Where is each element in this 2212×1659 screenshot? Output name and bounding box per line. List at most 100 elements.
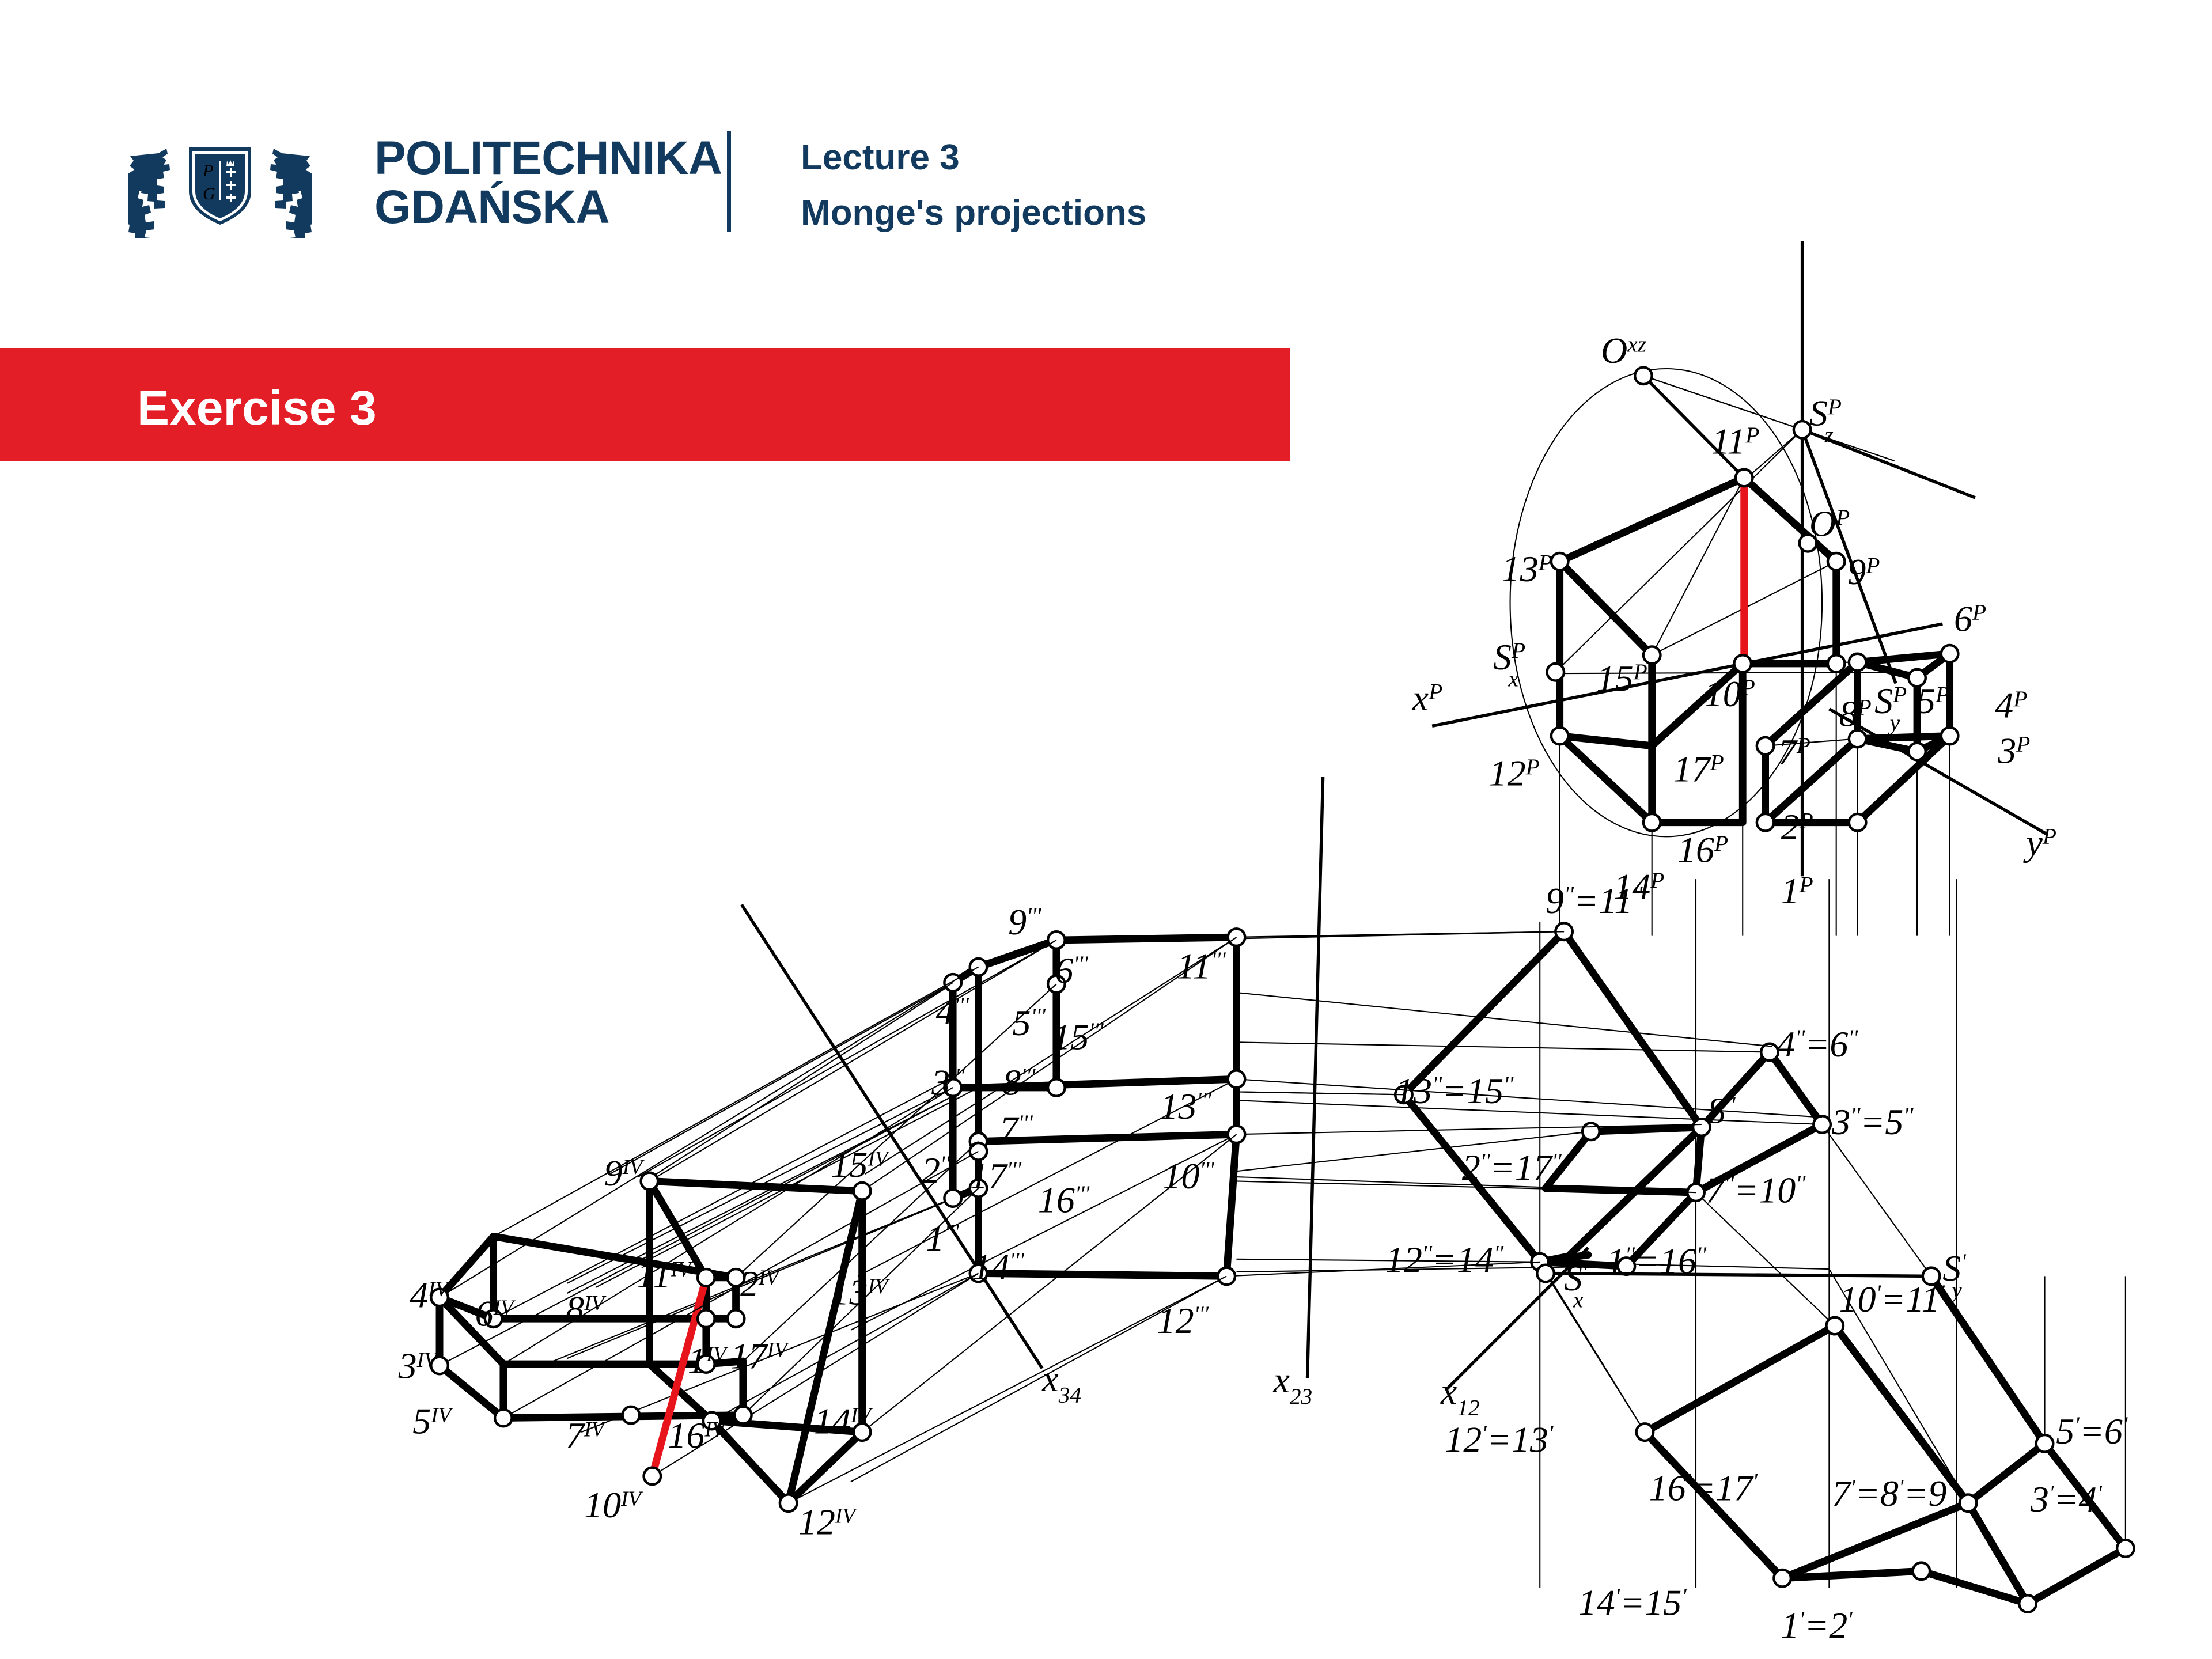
label-1-t: 1''' (926, 1218, 959, 1259)
axis-trace-a (1801, 428, 1976, 499)
label-4-t: 4''' (936, 991, 969, 1032)
trace-oxz-arc (1643, 375, 1895, 461)
logo-letter-g: G (203, 184, 215, 203)
label-15-t: 15''' (1052, 1017, 1104, 1058)
label-Oxz: Oxz (1601, 330, 1646, 371)
slide-header: P G POLITECHNIKA GDAŃSKA Lecture 3 Monge… (0, 0, 2212, 323)
x23-axis (1305, 777, 1325, 1378)
second-projection: 9''=11'' 4''=6'' 13''=15'' 3''=5'' 8'' 2… (1233, 879, 1957, 1588)
politechnika-gdanska-logo: P G (128, 131, 312, 238)
exercise-banner (0, 348, 1290, 461)
logo-letter-p: P (202, 161, 213, 180)
axo-connect-lines2 (1765, 738, 1858, 747)
label-3-5-dd: 3''=5'' (1831, 1101, 1913, 1142)
label-6P: 6P (1954, 598, 1986, 639)
proj1-edge-a (1831, 1322, 1972, 1507)
label-4P: 4P (1995, 685, 2027, 726)
label-13P: 13P (1502, 548, 1552, 589)
label-12-14-dd: 12''=14'' (1385, 1239, 1503, 1280)
label-5P: 5P (1917, 680, 1949, 721)
proj3-rays-right (1056, 931, 1823, 1277)
axo-vertices (1546, 366, 1960, 832)
label-14-t: 14''' (973, 1246, 1025, 1287)
label-11-iv: 11IV (637, 1255, 694, 1296)
university-name-line1: POLITECHNIKA (374, 132, 722, 184)
label-15P: 15P (1597, 658, 1647, 699)
label-x12: x12 (1440, 1371, 1480, 1421)
label-2-17-dd: 2''=17'' (1462, 1147, 1562, 1188)
label-12-13-s: 12'=13' (1445, 1419, 1554, 1460)
trace-oxz-11 (1642, 374, 1745, 479)
label-Sx-s: S'x (1564, 1257, 1588, 1313)
proj1-sx-sy (1546, 1271, 1931, 1278)
label-1P: 1P (1781, 870, 1813, 911)
label-16-iv: 16IV (668, 1415, 727, 1456)
header-divider (727, 131, 731, 232)
proj1-rays (1545, 1268, 2046, 1503)
label-8P: 8P (1839, 693, 1872, 734)
label-17-iv: 17IV (730, 1335, 790, 1376)
label-xP: xP (1412, 677, 1442, 718)
label-16P: 16P (1677, 830, 1728, 870)
label-6-t: 6''' (1055, 950, 1088, 991)
label-9-iv: 9IV (604, 1153, 645, 1194)
first-projection: 10'=11' S'y 5'=6' S'x x12 12'=13' 16'=17… (1440, 1247, 2135, 1646)
label-17-t: 17''' (970, 1156, 1022, 1196)
lecture-subject: Monge's projections (801, 193, 1147, 233)
proj1-outline-right (1964, 1440, 2130, 1608)
label-7-10-dd: 7''=10'' (1706, 1169, 1805, 1210)
fourth-projection: 9IV 15IV 4IV 6IV 8IV 11IV 2IV 13IV 3IV 1… (398, 937, 1237, 1542)
label-7-8-9-s: 7'=8'=9' (1832, 1473, 1952, 1514)
label-12-iv: 12IV (798, 1501, 858, 1542)
label-15-iv: 15IV (831, 1144, 890, 1185)
exercise-banner-title: Exercise 3 (137, 381, 377, 435)
university-name-line2: GDAŃSKA (374, 181, 610, 234)
label-3-4-s: 3'=4' (2030, 1479, 2103, 1520)
axo-projector-lines (1559, 561, 1950, 936)
highlight-segment-proj4 (648, 1274, 710, 1480)
label-10-11-s: 10'=11' (1839, 1279, 1945, 1320)
x34-axis (740, 903, 1044, 1369)
y-axis (1828, 707, 2047, 835)
label-16-17-s: 16'=17' (1649, 1467, 1758, 1508)
label-13-t: 13''' (1160, 1086, 1212, 1127)
label-10P: 10P (1705, 673, 1755, 714)
label-2-iv: 2IV (740, 1263, 781, 1304)
x12-axis (1445, 1247, 1589, 1391)
label-7-iv: 7IV (566, 1415, 607, 1456)
label-16-t: 16''' (1038, 1180, 1090, 1221)
proj1-vertices (1536, 1263, 2135, 1613)
proj1-labels: 10'=11' S'y 5'=6' S'x x12 12'=13' 16'=17… (1440, 1248, 2128, 1646)
construction-circle (1509, 368, 1823, 838)
proj4-inner-b (785, 1187, 866, 1507)
proj3-hidden-edge (1056, 1078, 1231, 1087)
label-17P: 17P (1673, 748, 1724, 789)
label-4-6-dd: 4''=6'' (1777, 1024, 1858, 1065)
proj4-rays (439, 937, 1237, 1504)
x-axis (1431, 622, 1943, 728)
label-2-t: 2''' (922, 1150, 955, 1191)
label-10-iv: 10IV (584, 1484, 643, 1525)
label-3-iv: 3IV (398, 1346, 440, 1387)
proj1-verticals (2044, 1276, 2126, 1548)
label-x34: x34 (1041, 1358, 1081, 1408)
proj2-verticals (1539, 879, 1957, 1588)
trace-sz-sx (1555, 429, 1803, 673)
label-12-t: 12''' (1157, 1300, 1209, 1341)
label-5-iv: 5IV (412, 1401, 453, 1442)
proj4-outer-left (645, 1177, 866, 1436)
label-9-t: 9''' (1008, 902, 1041, 942)
label-14-iv: 14IV (814, 1401, 873, 1442)
proj1-outline-left (1641, 1322, 1972, 1582)
university-name: POLITECHNIKA GDAŃSKA (374, 134, 722, 232)
proj2-inner-b (1541, 1127, 1595, 1192)
label-12P: 12P (1489, 753, 1540, 794)
label-4-iv: 4IV (410, 1275, 450, 1316)
label-10-t: 10''' (1162, 1156, 1214, 1196)
label-yP: yP (2023, 822, 2056, 863)
proj4-vertices (430, 1171, 872, 1513)
